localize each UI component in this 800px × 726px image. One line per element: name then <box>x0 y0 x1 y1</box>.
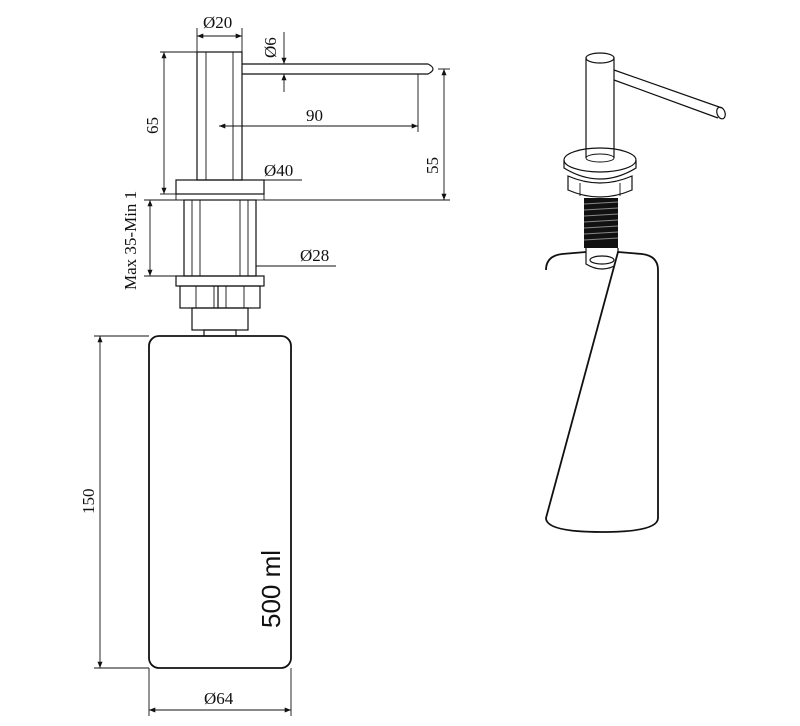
dim-height-above-deck: 55 <box>264 68 450 201</box>
dim-deck-thickness: Max 35-Min 1 <box>121 191 184 290</box>
dim-bottle-height: 150 <box>79 335 149 669</box>
flange <box>175 179 265 201</box>
bottle-body <box>148 335 292 669</box>
perspective-bottle <box>545 251 659 533</box>
perspective-view <box>545 52 726 533</box>
flange-diameter-label: Ø40 <box>264 161 293 180</box>
mounting-nut <box>175 275 265 309</box>
nozzle-diameter-label: Ø6 <box>261 37 280 58</box>
spout-diameter-label: Ø20 <box>203 13 232 32</box>
perspective-spout-arm <box>613 69 726 120</box>
bottle-height-label: 150 <box>79 489 98 515</box>
dim-spout-reach: 90 <box>219 74 419 132</box>
perspective-flange <box>563 147 637 180</box>
dim-flange-diameter: Ø40 <box>264 161 302 181</box>
perspective-nut <box>567 175 633 198</box>
dim-bottle-diameter: Ø64 <box>148 668 292 716</box>
threaded-shank <box>183 199 257 277</box>
thread-diameter-label: Ø28 <box>300 246 329 265</box>
perspective-spout-column <box>585 52 615 158</box>
spout-column <box>196 51 243 181</box>
pump-neck <box>191 307 249 339</box>
dim-nozzle-diameter: Ø6 <box>242 32 292 92</box>
dim-spout-diameter: Ø20 <box>196 13 243 52</box>
deck-thickness-label: Max 35-Min 1 <box>121 191 140 290</box>
dim-spout-height: 65 <box>143 51 197 195</box>
spout-height-label: 65 <box>143 117 162 134</box>
dim-thread-diameter: Ø28 <box>256 246 336 267</box>
perspective-threaded-shank <box>583 198 619 248</box>
perspective-pump-neck <box>585 248 619 270</box>
orthographic-view: 500 ml Ø20 Ø6 65 90 <box>79 13 450 716</box>
height-above-deck-label: 55 <box>423 157 442 174</box>
bottle-diameter-label: Ø64 <box>204 689 234 708</box>
capacity-label: 500 ml <box>256 550 286 628</box>
spout-arm <box>242 63 434 75</box>
spout-reach-label: 90 <box>306 106 323 125</box>
